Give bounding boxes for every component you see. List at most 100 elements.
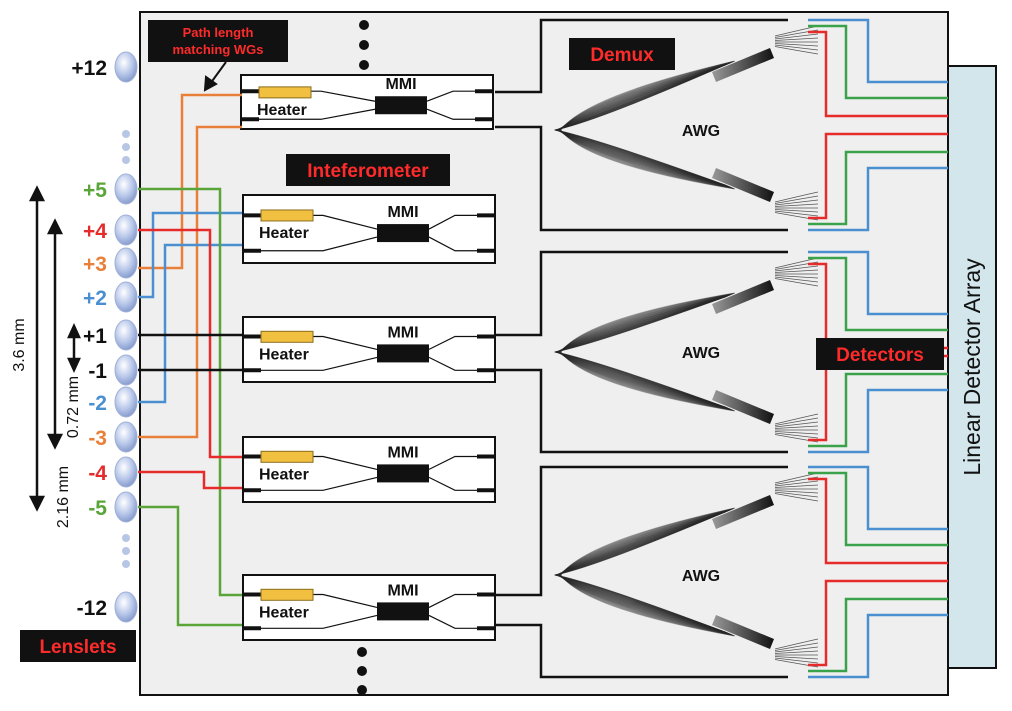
detector-line-5-2 [808,477,948,565]
detector-line-2-2 [808,132,948,220]
detector-line-6-1 [808,597,948,673]
interferometer-tag-text: Inteferometer [307,161,429,182]
mmi-block [377,224,429,243]
awg-unit-2: AWG [495,250,819,454]
detector-line-4-1 [808,372,948,448]
heater-block [258,86,312,99]
waveguide-minus2 [138,243,242,404]
lenslet-8: -2 [88,386,138,418]
waveguide-plus2 [138,211,242,299]
mmi-label: MMI [387,204,418,221]
waveguide-routing [138,93,242,627]
detectors-tag: Detectors [816,338,944,370]
lenslet-label: -5 [88,497,107,520]
path-length-tag: Path length matching WGs [148,20,288,62]
awg-label: AWG [682,568,720,585]
detector-line-3-0 [808,250,948,316]
dimension-middle-label: 2.16 mm [55,466,72,528]
lenslets-tag: Lenslets [20,630,136,662]
heater-label: Heater [259,466,309,483]
waveguide-plus5 [138,187,242,597]
lenslet-12: -12 [77,591,138,623]
detector-line-1-1 [808,24,948,100]
detector-line-2-0 [808,166,948,232]
interferometer-1: MMI Heater [240,74,494,130]
demux-tag-text: Demux [590,45,654,66]
path-length-pointer [203,61,227,92]
heater-label: Heater [259,225,309,242]
mmi-block [377,344,429,363]
mmi-block [377,464,429,483]
heater-block [260,450,314,463]
dimension-outer-label: 3.6 mm [11,318,28,371]
lenslet-label: +12 [71,57,107,80]
heater-block [260,209,314,222]
lenslet-label: -3 [88,427,107,450]
detector-line-1-2 [808,30,948,118]
interferometer-group: MMIHeaterMMIHeaterMMIHeaterMMIHeaterMMIH… [240,74,496,641]
lenslet-11: -5 [88,491,138,523]
waveguide-minus3 [138,125,242,439]
heater-label: Heater [257,102,307,119]
path-length-tag-line1: Path length [183,25,254,40]
waveguide-plus3 [138,93,242,270]
detector-line-3-1 [808,256,948,332]
detector-line-6-0 [808,613,948,679]
waveguide-plus4 [138,228,242,459]
lenslet-7: -1 [88,354,138,386]
heater-block [260,588,314,601]
mmi-block [375,96,427,115]
lenslet-6: +1 [83,319,138,351]
detector-line-5-0 [808,465,948,531]
detector-line-6-2 [808,579,948,667]
waveguide-minus5 [138,505,242,627]
ellipsis-dots-bottom [357,647,367,695]
interferometer-5: MMI Heater [242,574,496,641]
lenslet-label: +4 [83,220,107,243]
mmi-block [377,602,429,621]
lenslet-3: +4 [83,214,138,246]
mmi-label: MMI [387,444,418,461]
interferometer-3: MMI Heater [242,316,496,383]
lenslet-2: +5 [83,173,138,205]
ellipsis-dots-top [359,20,369,70]
awg-label: AWG [682,123,720,140]
heater-block [260,330,314,343]
awg-unit-1: AWG [495,18,819,232]
lenslets-tag-text: Lenslets [39,637,116,658]
ellipsis-dots-lens-top [122,130,130,164]
linear-detector-array [947,65,997,669]
mmi-label: MMI [385,76,416,93]
lenslet-10: -4 [88,456,138,488]
detector-line-2-1 [808,150,948,226]
path-length-tag-line2: matching WGs [172,42,263,57]
dimension-inner-label: 0.72 mm [65,376,82,438]
lenslet-label: -1 [88,360,107,383]
lenslet-label: -12 [77,597,107,620]
interferometer-2: MMI Heater [242,194,496,264]
lenslet-column: +12+5+4+3+2+1-1-2-3-4-5-12 [71,51,138,623]
lenslet-9: -3 [88,421,138,453]
lenslet-label: -2 [88,392,107,415]
detector-line-4-0 [808,388,948,454]
interferometer-4: MMI Heater [242,436,496,503]
awg-unit-3: AWG [495,465,819,679]
interferometer-tag: Inteferometer [286,154,450,186]
demux-tag: Demux [569,38,675,70]
awg-label: AWG [682,345,720,362]
heater-label: Heater [259,604,309,621]
heater-label: Heater [259,346,309,363]
mmi-label: MMI [387,324,418,341]
ellipsis-dots-lens-bottom [122,534,130,568]
lenslet-label: +3 [83,253,107,276]
lenslet-1: +12 [71,51,138,83]
lenslet-label: +1 [83,325,107,348]
detector-line-5-1 [808,471,948,547]
lenslet-label: +5 [83,179,107,202]
awg-group: AWG AWG AWG [495,18,819,679]
lenslet-4: +3 [83,247,138,279]
waveguide-minus4 [138,470,242,490]
mmi-label: MMI [387,582,418,599]
